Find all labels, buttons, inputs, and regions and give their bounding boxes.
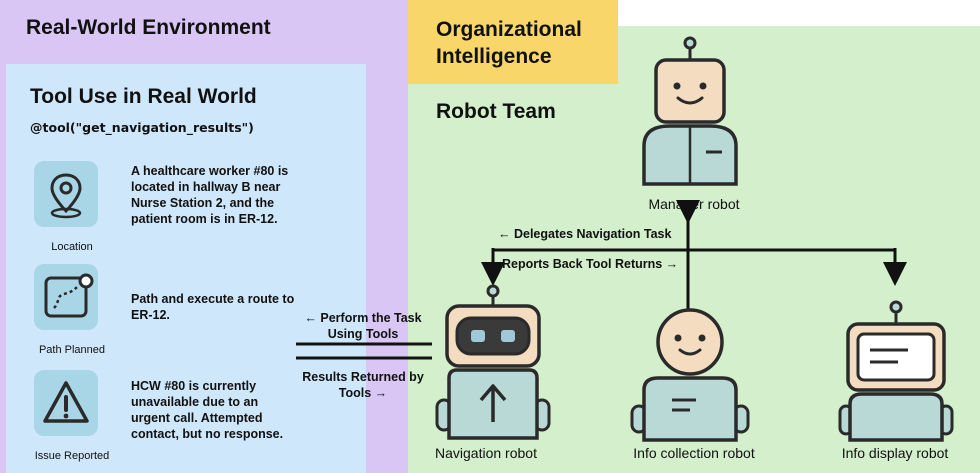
info-display-robot <box>838 300 954 442</box>
warning-triangle-icon <box>43 381 89 423</box>
tool-call-label: @tool("get_navigation_results") <box>30 120 254 135</box>
issue-reported-caption: Issue Reported <box>34 450 110 462</box>
organizational-intelligence-header <box>408 0 618 84</box>
manager-robot <box>642 36 738 186</box>
results-returned-label: Results Returned by Tools → <box>302 370 424 400</box>
navigation-robot-caption: Navigation robot <box>435 445 537 461</box>
issue-reported-tile <box>34 370 98 436</box>
panel-corner <box>618 0 980 26</box>
manager-robot-caption: Manager robot <box>648 196 740 212</box>
path-planned-tile <box>34 264 98 330</box>
info-collection-robot-caption: Info collection robot <box>633 445 755 461</box>
info-collection-robot <box>630 308 750 442</box>
reports-label: Reports Back Tool Returns → <box>502 257 679 271</box>
location-caption: Location <box>51 241 93 253</box>
location-tile <box>34 161 98 227</box>
tool-use-title: Tool Use in Real World <box>30 85 257 108</box>
organizational-intelligence-title: Organizational Intelligence <box>436 18 582 68</box>
delegates-label: ← Delegates Navigation Task <box>498 227 672 241</box>
robot-team-title: Robot Team <box>436 100 556 123</box>
path-planned-caption: Path Planned <box>38 344 106 356</box>
route-map-icon <box>44 273 94 318</box>
path-planned-description: Path and execute a route to ER-12. <box>131 292 295 322</box>
location-pin-icon <box>50 173 82 219</box>
info-display-robot-caption: Info display robot <box>841 445 949 461</box>
location-description: A healthcare worker #80 is located in ha… <box>131 164 289 226</box>
real-world-environment-title: Real-World Environment <box>26 16 271 39</box>
navigation-robot <box>435 284 551 440</box>
issue-reported-description: HCW #80 is currently unavailable due to … <box>131 379 284 441</box>
perform-task-label: ← Perform the Task Using Tools <box>304 311 422 341</box>
